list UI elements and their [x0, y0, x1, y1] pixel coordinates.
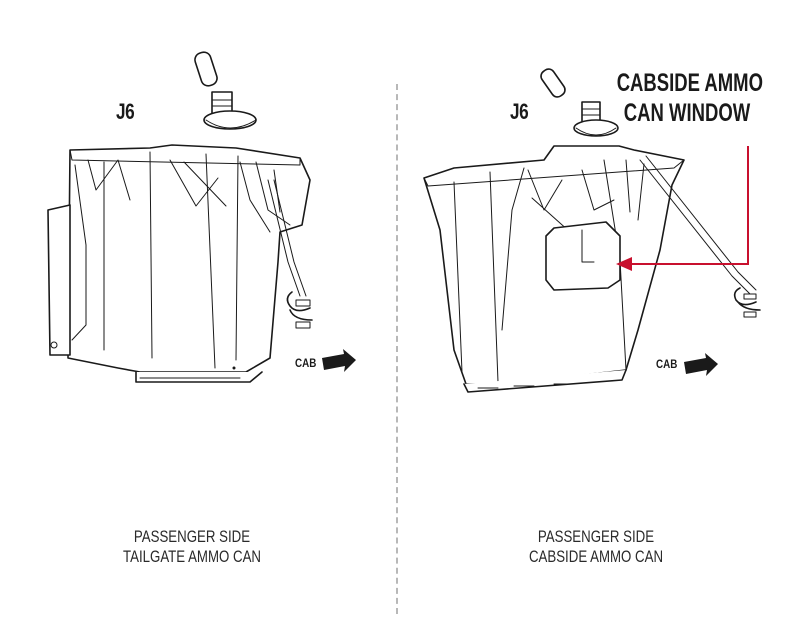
push-pin-fastener-icon	[540, 68, 619, 137]
direction-arrow-icon	[322, 349, 356, 372]
callout-arrow	[616, 146, 749, 271]
direction-arrow-icon	[684, 353, 718, 376]
strap-cable	[639, 155, 761, 318]
direction-label-cab: CAB	[295, 356, 317, 370]
caption-line-2: CABSIDE AMMO CAN	[528, 547, 664, 566]
part-label-j6: J6	[116, 99, 135, 124]
ammo-can-body	[47, 144, 311, 383]
panel-tailgate-ammo-can: J6 CAB PASSENGER SIDE TAILGATE AMMO CAN	[47, 51, 356, 566]
strap-cable	[267, 179, 313, 329]
part-label-j6: J6	[510, 99, 529, 124]
panel-divider	[396, 84, 398, 614]
callout-line-2: CAN WINDOW	[623, 99, 751, 127]
callout-line-1: CABSIDE AMMO	[616, 69, 763, 97]
caption-line-1: PASSENGER SIDE	[133, 527, 251, 546]
caption-line-2: TAILGATE AMMO CAN	[122, 547, 262, 566]
ammo-can-body	[423, 145, 685, 393]
push-pin-fastener-icon	[194, 51, 257, 130]
direction-label-cab: CAB	[656, 357, 678, 371]
cabside-ammo-can-drawing	[423, 68, 761, 393]
tailgate-ammo-can-drawing	[47, 51, 356, 383]
caption-line-1: PASSENGER SIDE	[537, 527, 655, 546]
panel-cabside-ammo-can: J6 CAB CABSIDE AMMO CAN WINDOW PASSENGER…	[394, 0, 788, 619]
